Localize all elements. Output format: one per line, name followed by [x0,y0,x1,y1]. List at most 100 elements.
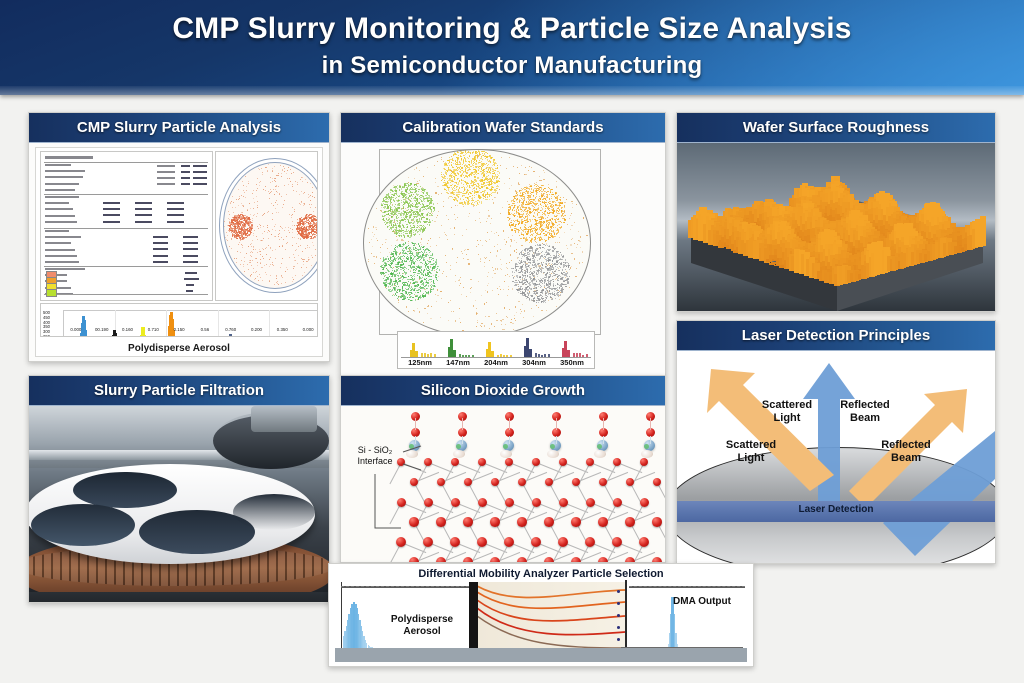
calibration-spot-particle [545,281,547,283]
calibration-spot-particle [513,204,515,206]
calibration-spot-particle [556,225,559,227]
calibration-spot-particle [484,155,486,158]
panel-silicon-dioxide-growth[interactable]: Silicon Dioxide Growth Si - SiO₂ Interfa… [340,375,666,563]
calibration-spot-particle [447,189,450,192]
calibration-spot-particle [550,256,552,258]
calibration-spot-particle [559,269,561,272]
calibration-spot-particle [540,254,542,256]
calibration-spot-particle [410,271,412,273]
calibration-spot-particle [540,206,542,208]
calibration-spot-particle [435,274,438,276]
calibration-spot-particle [545,223,547,226]
calibration-spot-particle [538,251,540,253]
calibration-spot-particle [520,219,522,221]
calibration-spot-particle [484,164,487,166]
calibration-spot-particle [530,233,532,235]
calibration-spot-particle [519,288,521,290]
calibration-spot-particle [537,285,539,287]
calibration-spot-particle [536,226,538,228]
panel-dma-particle-selection[interactable]: Differential Mobility Analyzer Particle … [328,563,754,667]
calibration-spot-particle [534,206,536,209]
calibration-spot-particle [444,184,447,186]
calibration-spot-particle [488,161,490,163]
calibration-spot-particle [456,158,458,160]
calibration-spot-particle [427,269,429,271]
calibration-spot-particle [460,166,462,168]
calibration-spot-particle [460,179,462,181]
calibration-spot-particle [534,256,537,259]
calibration-spot-particle [556,228,558,230]
calibration-spot-particle [545,301,547,303]
calibration-spot-particle [541,264,544,267]
calibration-spot-particle [455,163,457,166]
calibration-spot-particle [556,261,558,263]
panel-body-oxide: Si - SiO₂ Interface [341,406,665,562]
calibration-spot-particle [408,232,410,234]
calibration-spot-particle [393,194,395,196]
calibration-spot-particle [492,172,494,175]
calibration-spot-particle [498,178,501,180]
calibration-spot-particle [534,210,536,212]
calibration-spot-particle [428,254,430,257]
calibration-spot-particle [480,168,483,170]
machine-floor [29,592,329,602]
calibration-spot-particle [448,186,450,188]
calibration-spot-particle [533,194,535,197]
calibration-spot-particle [496,176,498,178]
calibration-spot-particle [396,291,398,293]
calibration-spot-particle [494,164,496,167]
panel-title-roughness: Wafer Surface Roughness [677,113,995,143]
calibration-spot-particle [452,192,454,194]
wafer-scatter-map [215,151,318,301]
calibration-spot-particle [530,221,532,223]
calibration-spot-particle [447,162,449,164]
calibration-spot-particle [466,191,468,193]
calibration-spot-particle [550,235,552,237]
calibration-spot-particle [468,164,470,166]
panel-slurry-particle-filtration[interactable]: Slurry Particle Filtration [28,375,330,603]
calibration-spot-particle [414,264,416,266]
calibration-spot-particle [527,220,529,222]
calibration-spot-particle [462,159,464,161]
calibration-spot-particle [466,190,468,193]
calibration-spot-particle [401,248,404,250]
calibration-spot-particle [464,150,466,152]
calibration-spot-particle [462,167,464,169]
calibration-spot-particle [510,200,512,202]
calibration-spot-particle [564,259,567,261]
calibration-spot-particle [418,266,420,269]
calibration-spot-particle [385,288,387,290]
calibration-spot-particle [392,196,394,198]
panel-wafer-surface-roughness[interactable]: Wafer Surface Roughness [676,112,996,312]
calibration-spot-particle [548,213,550,215]
calibration-spot-particle [545,255,547,257]
calibration-spot-particle [519,199,522,201]
calibration-spot-particle [481,158,484,160]
calibration-spot-particle [449,174,451,176]
calibration-spot-particle [405,195,407,198]
calibration-spot-particle [493,161,495,163]
calibration-spot-particle [466,177,468,179]
calibration-spot-particle [432,257,434,260]
calibration-spot-particle [458,187,460,189]
calibration-spot-particle [475,180,478,182]
calibration-spot-particle [409,236,411,238]
calibration-spot-particle [486,152,488,155]
calibration-spot-particle [453,179,456,181]
calibration-spot-particle [489,167,491,169]
calibration-spot-particle [541,300,543,303]
calibration-spot-particle [518,220,520,222]
calibration-spot-particle [486,186,488,189]
calibration-spot-particle [433,284,435,286]
calibration-spot-particle [454,189,456,192]
calibration-spot-particle [482,162,484,164]
calibration-spot-particle [488,166,491,168]
calibration-spot-particle [531,224,533,226]
calibration-spot-particle [470,166,473,168]
wafer-pocket-4 [233,494,315,530]
calibration-spot-particle [563,221,565,223]
panel-laser-detection-principles[interactable]: Laser Detection Principles Laser Detecti… [676,320,996,564]
calibration-spot-particle [536,248,538,250]
